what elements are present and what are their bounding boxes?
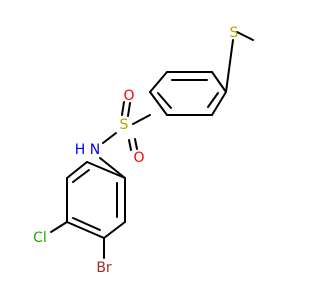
atom-cl: Cl <box>33 230 47 246</box>
ring1-bond-3 <box>149 71 168 93</box>
bond-methyl-s <box>236 31 254 41</box>
ring1-bond-4 <box>149 91 168 116</box>
ring1-inner-3 <box>207 92 219 108</box>
bond-s-o2-b <box>134 138 138 150</box>
bond-n-ring2 <box>99 157 126 179</box>
ring2-bond-5 <box>66 161 88 179</box>
atom-s-thioether: S <box>230 25 239 41</box>
bond-ring1-sulfonyl <box>132 114 151 125</box>
bond-s-ring1 <box>225 39 234 93</box>
molecule-structure: S S O O N H Cl Br <box>33 25 254 276</box>
ring1-bond-1 <box>211 71 227 93</box>
ring1-bond-6 <box>211 91 227 116</box>
atom-h: H <box>75 142 86 158</box>
ring2-inner-2 <box>72 217 101 231</box>
atom-o-top: O <box>123 88 134 104</box>
ring2-bond-6 <box>86 161 126 179</box>
ring2-inner-3 <box>72 169 90 183</box>
ring2-bond-3 <box>66 221 105 239</box>
atom-br: Br <box>96 260 112 276</box>
bond-ring2-cl <box>50 221 68 233</box>
ring1-inner-2 <box>157 92 172 109</box>
ring2-bond-2 <box>103 221 126 239</box>
bond-s-n <box>102 132 117 144</box>
bond-s-o2-a <box>128 139 132 151</box>
bond-s-o1-b <box>127 102 131 117</box>
atom-n: N <box>90 142 100 158</box>
bond-s-o1-a <box>121 101 125 116</box>
atom-s-sulfonyl: S <box>120 117 129 133</box>
atom-o-bottom: O <box>133 150 144 166</box>
